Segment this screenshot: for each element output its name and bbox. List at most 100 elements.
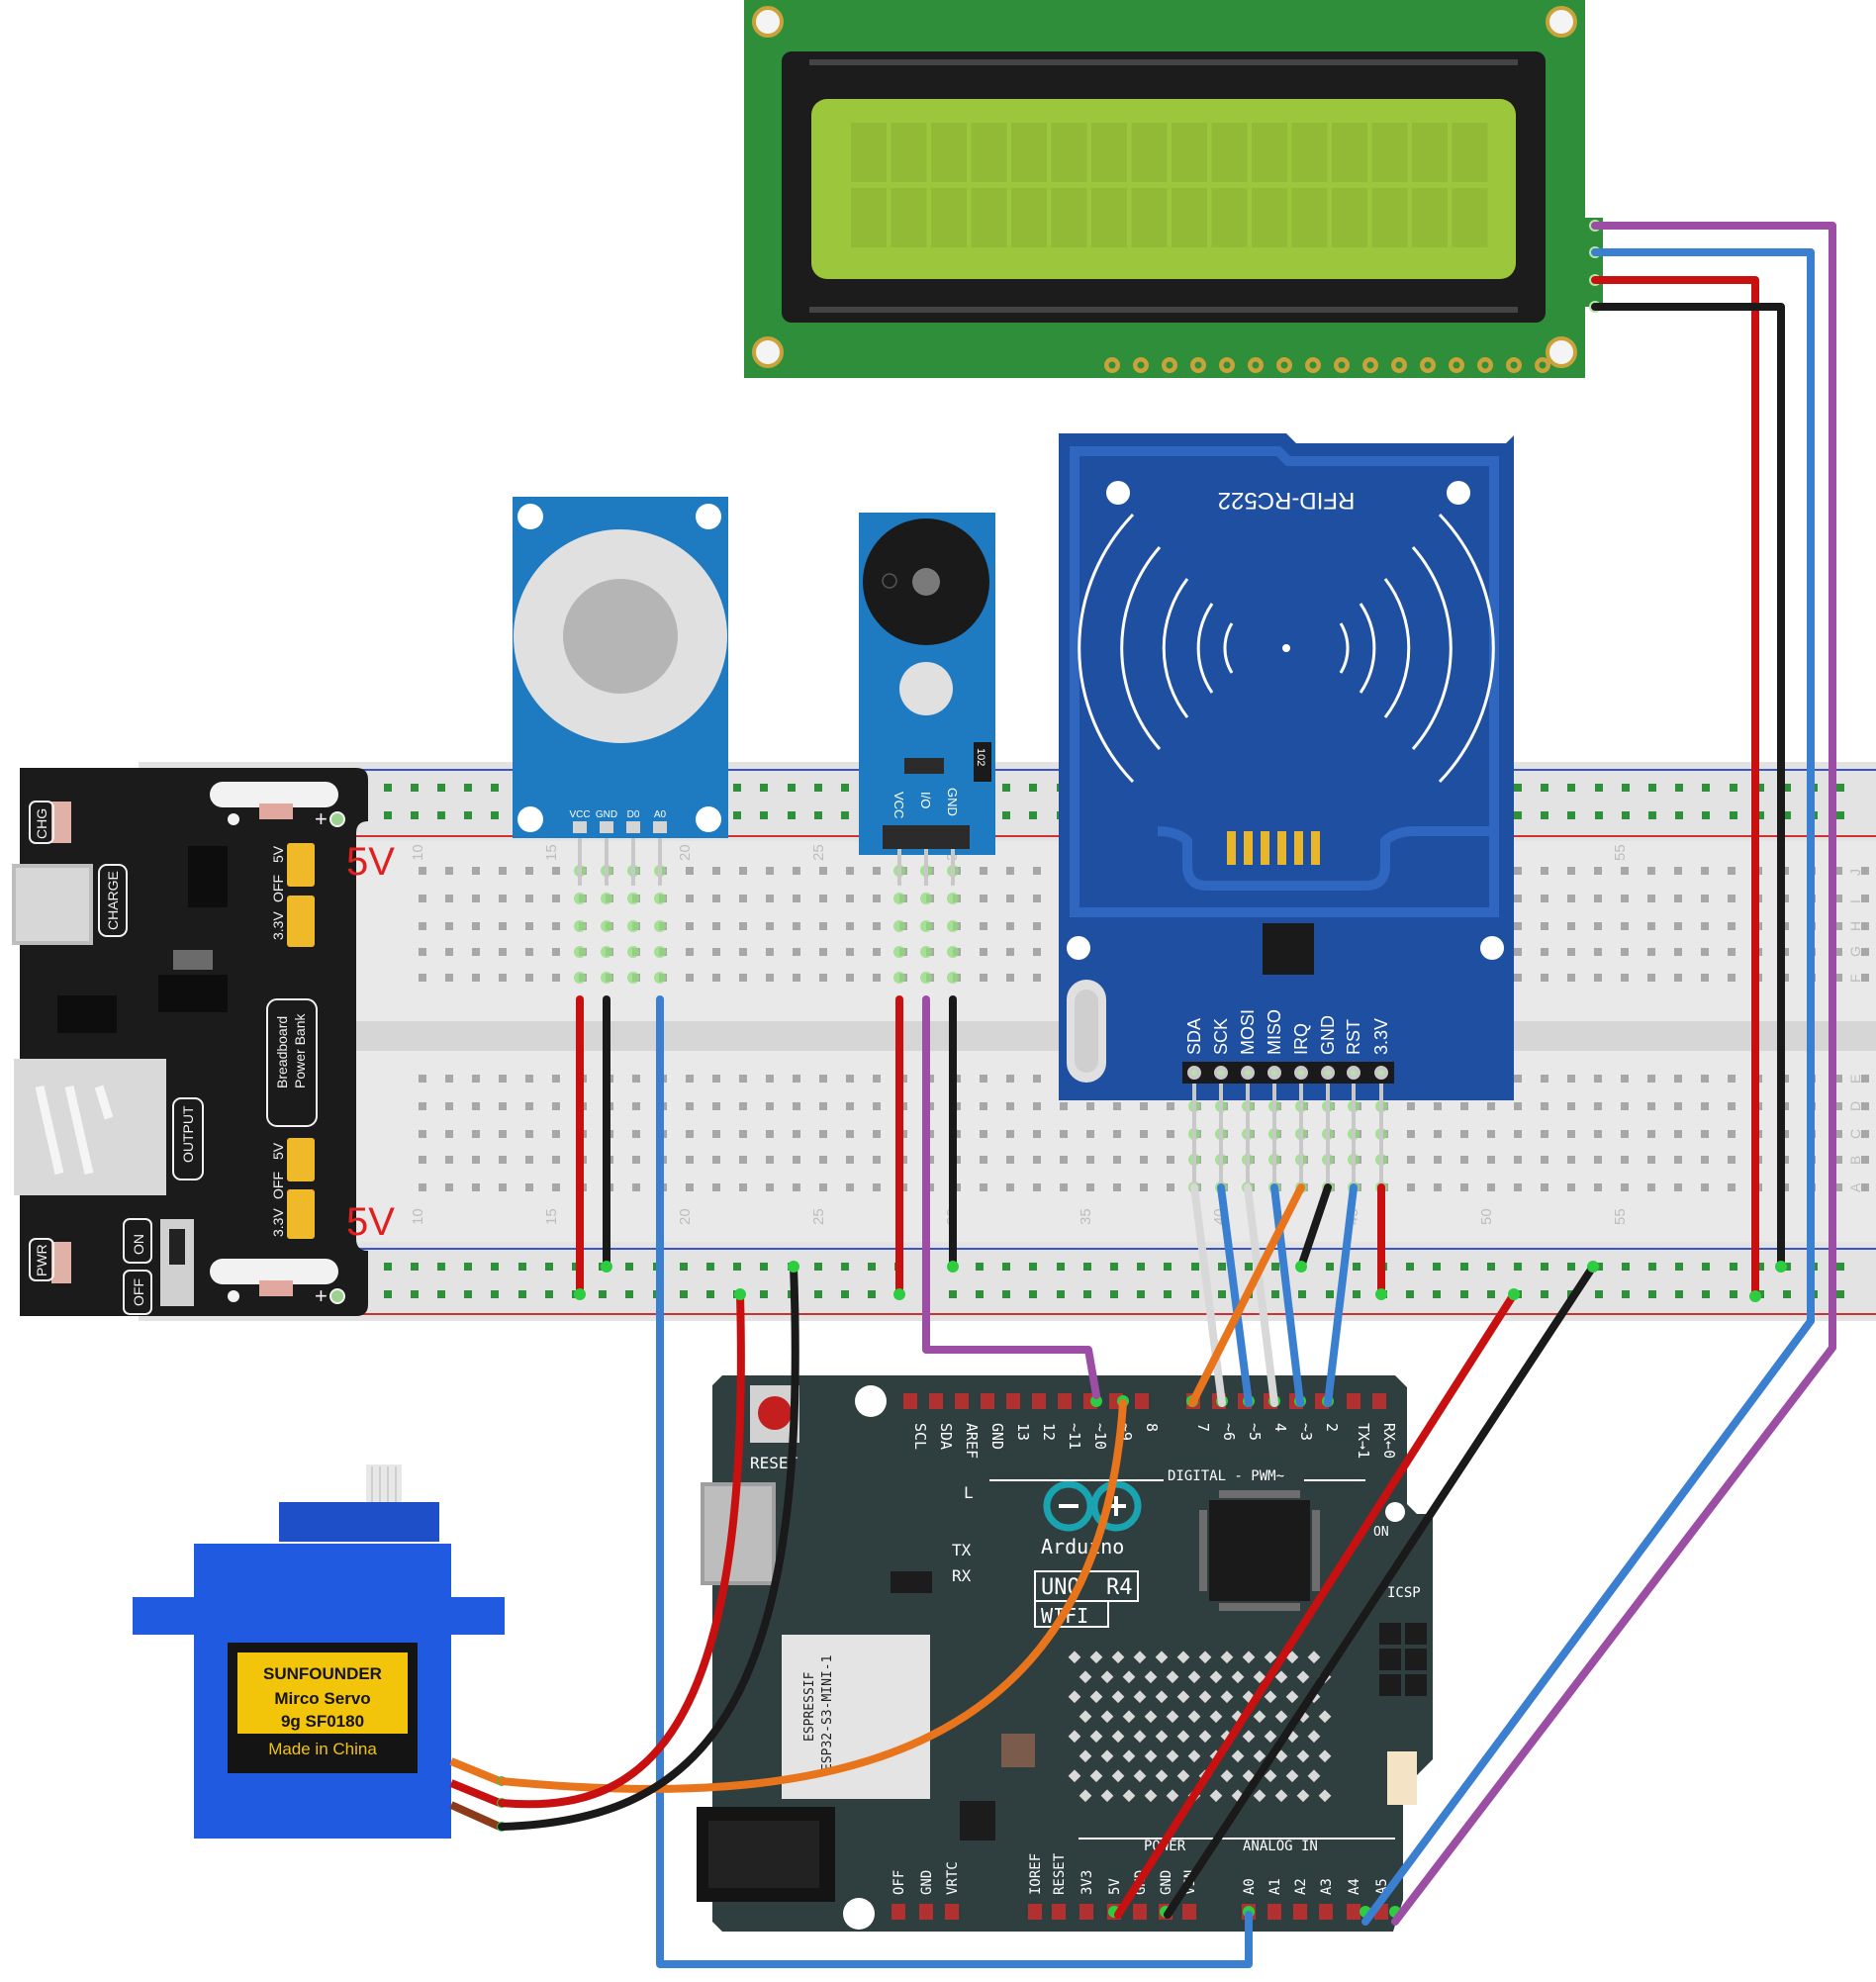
breadboard-hole xyxy=(419,1102,426,1110)
jumper-bottom-b[interactable] xyxy=(287,1189,315,1239)
lcd-character-cell xyxy=(1211,123,1248,182)
breadboard-hole xyxy=(819,1130,827,1138)
breadboard-hole xyxy=(1861,974,1869,982)
breadboard-hole xyxy=(873,1130,881,1138)
breadboard-hole xyxy=(712,867,720,875)
breadboard-hole xyxy=(1167,1130,1174,1138)
esp-vendor: ESPRESSIF xyxy=(802,1671,817,1742)
rail-hole xyxy=(1595,1290,1603,1298)
jumper-bottom[interactable] xyxy=(287,1138,315,1181)
lcd-character-cell xyxy=(1051,188,1087,247)
breadboard-hole xyxy=(1674,1075,1682,1083)
breadboard-hole xyxy=(1594,974,1602,982)
rfid-pin xyxy=(1267,1066,1281,1080)
jumper-top[interactable] xyxy=(287,843,315,887)
power-pin-header-bottom xyxy=(210,1259,338,1284)
breadboard-hole xyxy=(739,948,747,956)
connected-hole xyxy=(574,893,586,904)
qwiic-connector xyxy=(1387,1751,1417,1805)
breadboard-hole xyxy=(1647,922,1655,930)
matrix-led xyxy=(1111,1730,1125,1744)
breadboard-hole xyxy=(873,1156,881,1164)
breadboard-hole xyxy=(1594,922,1602,930)
connected-hole xyxy=(574,946,586,958)
digital-pin-label: RX←0 xyxy=(1380,1423,1398,1459)
breadboard-hole xyxy=(525,922,533,930)
matrix-led xyxy=(1220,1690,1234,1704)
rail-hole xyxy=(464,811,472,819)
lcd-pin-hole xyxy=(1424,361,1432,369)
rail-hole xyxy=(1164,1263,1172,1271)
breadboard-hole xyxy=(873,895,881,902)
column-number: 15 xyxy=(543,844,560,861)
connected-hole xyxy=(654,920,666,932)
breadboard-hole xyxy=(1861,1130,1869,1138)
rail-hole xyxy=(1622,811,1630,819)
connected-hole xyxy=(654,946,666,958)
breadboard-hole xyxy=(552,1075,560,1083)
connected-hole xyxy=(947,946,959,958)
breadboard-hole xyxy=(552,1102,560,1110)
breadboard-hole xyxy=(1594,1183,1602,1191)
lcd-character-cell xyxy=(851,123,887,182)
rail-hole xyxy=(1622,784,1630,792)
analog-pin-label: A4 xyxy=(1347,1878,1362,1895)
rail-hole xyxy=(841,811,849,819)
breadboard-hole xyxy=(1674,948,1682,956)
breadboard-hole xyxy=(1647,1075,1655,1083)
esp-module-name: ESP32-S3-MINI-1 xyxy=(820,1655,835,1771)
rail-hole xyxy=(1730,1290,1737,1298)
matrix-led xyxy=(1264,1651,1277,1664)
jumper-top-b[interactable] xyxy=(287,896,315,947)
wire-rfid-mosi xyxy=(1244,1183,1278,1407)
breadboard-hole xyxy=(1834,1183,1842,1191)
breadboard-hole xyxy=(1594,1130,1602,1138)
wire-servo-vcc xyxy=(498,1290,745,1809)
breadboard-hole xyxy=(525,867,533,875)
matrix-led xyxy=(1198,1651,1212,1664)
rail-hole xyxy=(733,784,741,792)
main-mcu-chip xyxy=(1209,1500,1310,1601)
breadboard-hole xyxy=(712,922,720,930)
matrix-led xyxy=(1274,1789,1288,1803)
rail-hole xyxy=(1567,784,1575,792)
matrix-led xyxy=(1176,1651,1190,1664)
model-r4: R4 xyxy=(1106,1575,1133,1600)
chg-label: CHG xyxy=(34,808,49,839)
pwr-label: PWR xyxy=(34,1244,49,1276)
breadboard-hole xyxy=(419,1130,426,1138)
wire-rfid-sda xyxy=(1190,1183,1226,1407)
breadboard-hole xyxy=(1861,895,1869,902)
rail-hole xyxy=(1730,1263,1737,1271)
matrix-led xyxy=(1242,1730,1256,1744)
breadboard-hole xyxy=(1514,1183,1522,1191)
wire-servo-gnd xyxy=(498,1263,799,1831)
rail-hole xyxy=(760,784,768,792)
matrix-led xyxy=(1133,1690,1147,1704)
breadboard-hole xyxy=(846,974,854,982)
matrix-led xyxy=(1307,1651,1321,1664)
breadboard-hole xyxy=(712,895,720,902)
matrix-led xyxy=(1285,1769,1299,1783)
breadboard-hole xyxy=(1514,948,1522,956)
buzzer-pin-vcc: VCC xyxy=(891,792,906,818)
connected-hole xyxy=(654,972,666,984)
rx-led-label: RX xyxy=(952,1566,972,1585)
matrix-led xyxy=(1100,1710,1114,1724)
breadboard-hole xyxy=(1033,1156,1041,1164)
breadboard-hole xyxy=(1033,1130,1041,1138)
digital-pin-label: 8 xyxy=(1143,1423,1161,1432)
power-pin-socket xyxy=(1133,1904,1147,1920)
gas-sensor-module: VCC GND D0 A0 xyxy=(513,497,728,886)
breadboard-hole xyxy=(445,867,453,875)
breadboard-hole xyxy=(1060,1102,1068,1110)
rail-hole xyxy=(1298,1290,1306,1298)
breadboard-hole xyxy=(525,1075,533,1083)
breadboard-hole xyxy=(1086,1183,1094,1191)
power-pin-socket xyxy=(1028,1904,1042,1920)
rail-hole xyxy=(1595,811,1603,819)
rail-hole xyxy=(545,1290,553,1298)
connected-hole xyxy=(654,893,666,904)
rail-hole xyxy=(411,811,419,819)
